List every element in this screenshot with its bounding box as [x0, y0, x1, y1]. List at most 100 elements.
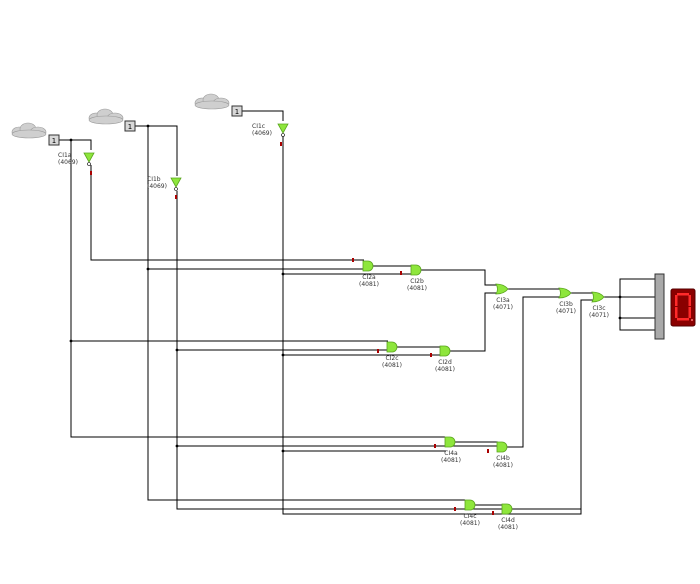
gate-name-label: CI2a [362, 274, 376, 281]
gate-name-label: CI2c [385, 355, 398, 362]
cloud-icon [88, 108, 124, 125]
wire [71, 139, 92, 150]
gate-cl1c[interactable]: CI1c(4069) [252, 123, 289, 137]
junction-dot [69, 339, 73, 343]
input-box[interactable] [48, 134, 60, 146]
gate-part-label: (4069) [58, 159, 78, 166]
gate-name-label: CI2b [410, 278, 424, 285]
gate-cl4b[interactable]: CI4b(4081) [493, 441, 513, 469]
or-gate-icon[interactable] [591, 291, 605, 303]
gate-cl4d[interactable]: CI4d(4081) [498, 503, 518, 531]
display-segment [675, 307, 678, 318]
gate-cl2d[interactable]: CI2d(4081) [435, 345, 455, 373]
and-gate-icon[interactable] [386, 341, 398, 353]
and-gate-icon[interactable] [410, 264, 422, 276]
input-value: 1 [235, 108, 239, 116]
wire [619, 297, 655, 331]
cloud-icon [194, 93, 230, 110]
and-gate-icon[interactable] [444, 436, 456, 448]
and-gate-icon[interactable] [501, 503, 513, 515]
input-switch[interactable]: 1 [48, 134, 60, 146]
junction-dot [69, 138, 73, 142]
pin-marker [352, 258, 354, 262]
gate-name-label: CI4a [444, 450, 458, 457]
gate-part-label: (4069) [147, 183, 167, 190]
and-gate-icon[interactable] [362, 260, 374, 272]
pin-marker [430, 353, 432, 357]
inverter-bubble [174, 187, 178, 191]
or-gate-icon[interactable] [495, 283, 509, 295]
input-box[interactable] [231, 105, 243, 117]
gate-name-label: CI3a [496, 297, 510, 304]
gate-part-label: (4071) [493, 304, 513, 311]
not-gate-icon[interactable] [170, 177, 182, 188]
junction-dot [281, 449, 285, 453]
gate-cl2b[interactable]: CI2b(4081) [407, 264, 427, 292]
gate-cl1b[interactable]: CI1b(4069) [147, 176, 182, 191]
inverter-bubble [281, 133, 285, 137]
inverter-bubble [87, 162, 91, 166]
input-box[interactable] [124, 120, 136, 132]
cloud-decorations [11, 93, 230, 139]
junction-dot [281, 353, 285, 357]
gate-cl2c[interactable]: CI2c(4081) [382, 341, 402, 369]
gate-cl2a[interactable]: CI2a(4081) [359, 260, 379, 288]
gate-name-label: CI3b [559, 301, 573, 308]
wire [242, 110, 284, 121]
gate-cl3a[interactable]: CI3a(4071) [493, 283, 513, 311]
or-gate-icon[interactable] [558, 287, 572, 299]
input-switch[interactable]: 1 [231, 105, 243, 117]
wire [603, 278, 655, 298]
pin-marker [175, 195, 177, 199]
gate-part-label: (4081) [498, 524, 518, 531]
input-value: 1 [52, 137, 56, 145]
input-value: 1 [128, 123, 132, 131]
gate-part-label: (4071) [589, 312, 609, 319]
gate-cl4a[interactable]: CI4a(4081) [441, 436, 461, 464]
gate-part-label: (4081) [460, 520, 480, 527]
gate-part-label: (4071) [556, 308, 576, 315]
gate-name-label: CI4b [496, 455, 510, 462]
junction-dot [618, 295, 622, 299]
gate-part-label: (4081) [493, 462, 513, 469]
input-switch[interactable]: 1 [124, 120, 136, 132]
junction-dot [618, 316, 622, 320]
seven-segment-display [654, 273, 696, 340]
gate-cl3b[interactable]: CI3b(4071) [556, 287, 576, 315]
junction-dot [175, 444, 179, 448]
gate-part-label: (4069) [252, 130, 272, 137]
gate-name-label: CI2d [438, 359, 452, 366]
and-gate-icon[interactable] [464, 499, 476, 511]
pin-marker [454, 507, 456, 511]
display-segment [688, 307, 691, 318]
pin-marker [434, 444, 436, 448]
gate-part-label: (4081) [359, 281, 379, 288]
display-decimal-point [691, 319, 693, 321]
and-gate-icon[interactable] [439, 345, 451, 357]
junction-dot [146, 267, 150, 271]
pin-marker [492, 511, 494, 515]
wire-network [59, 110, 655, 515]
and-gate-icon[interactable] [496, 441, 508, 453]
logic-gates: CI1a(4069)CI1b(4069)CI1c(4069)CI2a(4081)… [58, 123, 609, 531]
not-gate-icon[interactable] [277, 123, 289, 134]
gate-part-label: (4081) [441, 457, 461, 464]
gate-cl3c[interactable]: CI3c(4071) [589, 291, 609, 319]
pin-markers [90, 142, 494, 515]
pin-marker [280, 142, 282, 146]
wire [176, 191, 503, 510]
gate-cl4c[interactable]: CI4c(4081) [460, 499, 480, 527]
gate-name-label: CI4c [463, 513, 476, 520]
wire [450, 292, 498, 352]
junction-dot [175, 348, 179, 352]
gate-part-label: (4081) [382, 362, 402, 369]
junction-dot [146, 124, 150, 128]
not-gate-icon[interactable] [83, 152, 95, 163]
gate-name-label: CI4d [501, 517, 515, 524]
gate-cl1a[interactable]: CI1a(4069) [58, 152, 95, 166]
display-connector-bar [654, 273, 665, 340]
wire [148, 125, 178, 176]
wire [59, 139, 445, 438]
gate-name-label: CI1b [147, 176, 161, 183]
wire [90, 165, 364, 261]
